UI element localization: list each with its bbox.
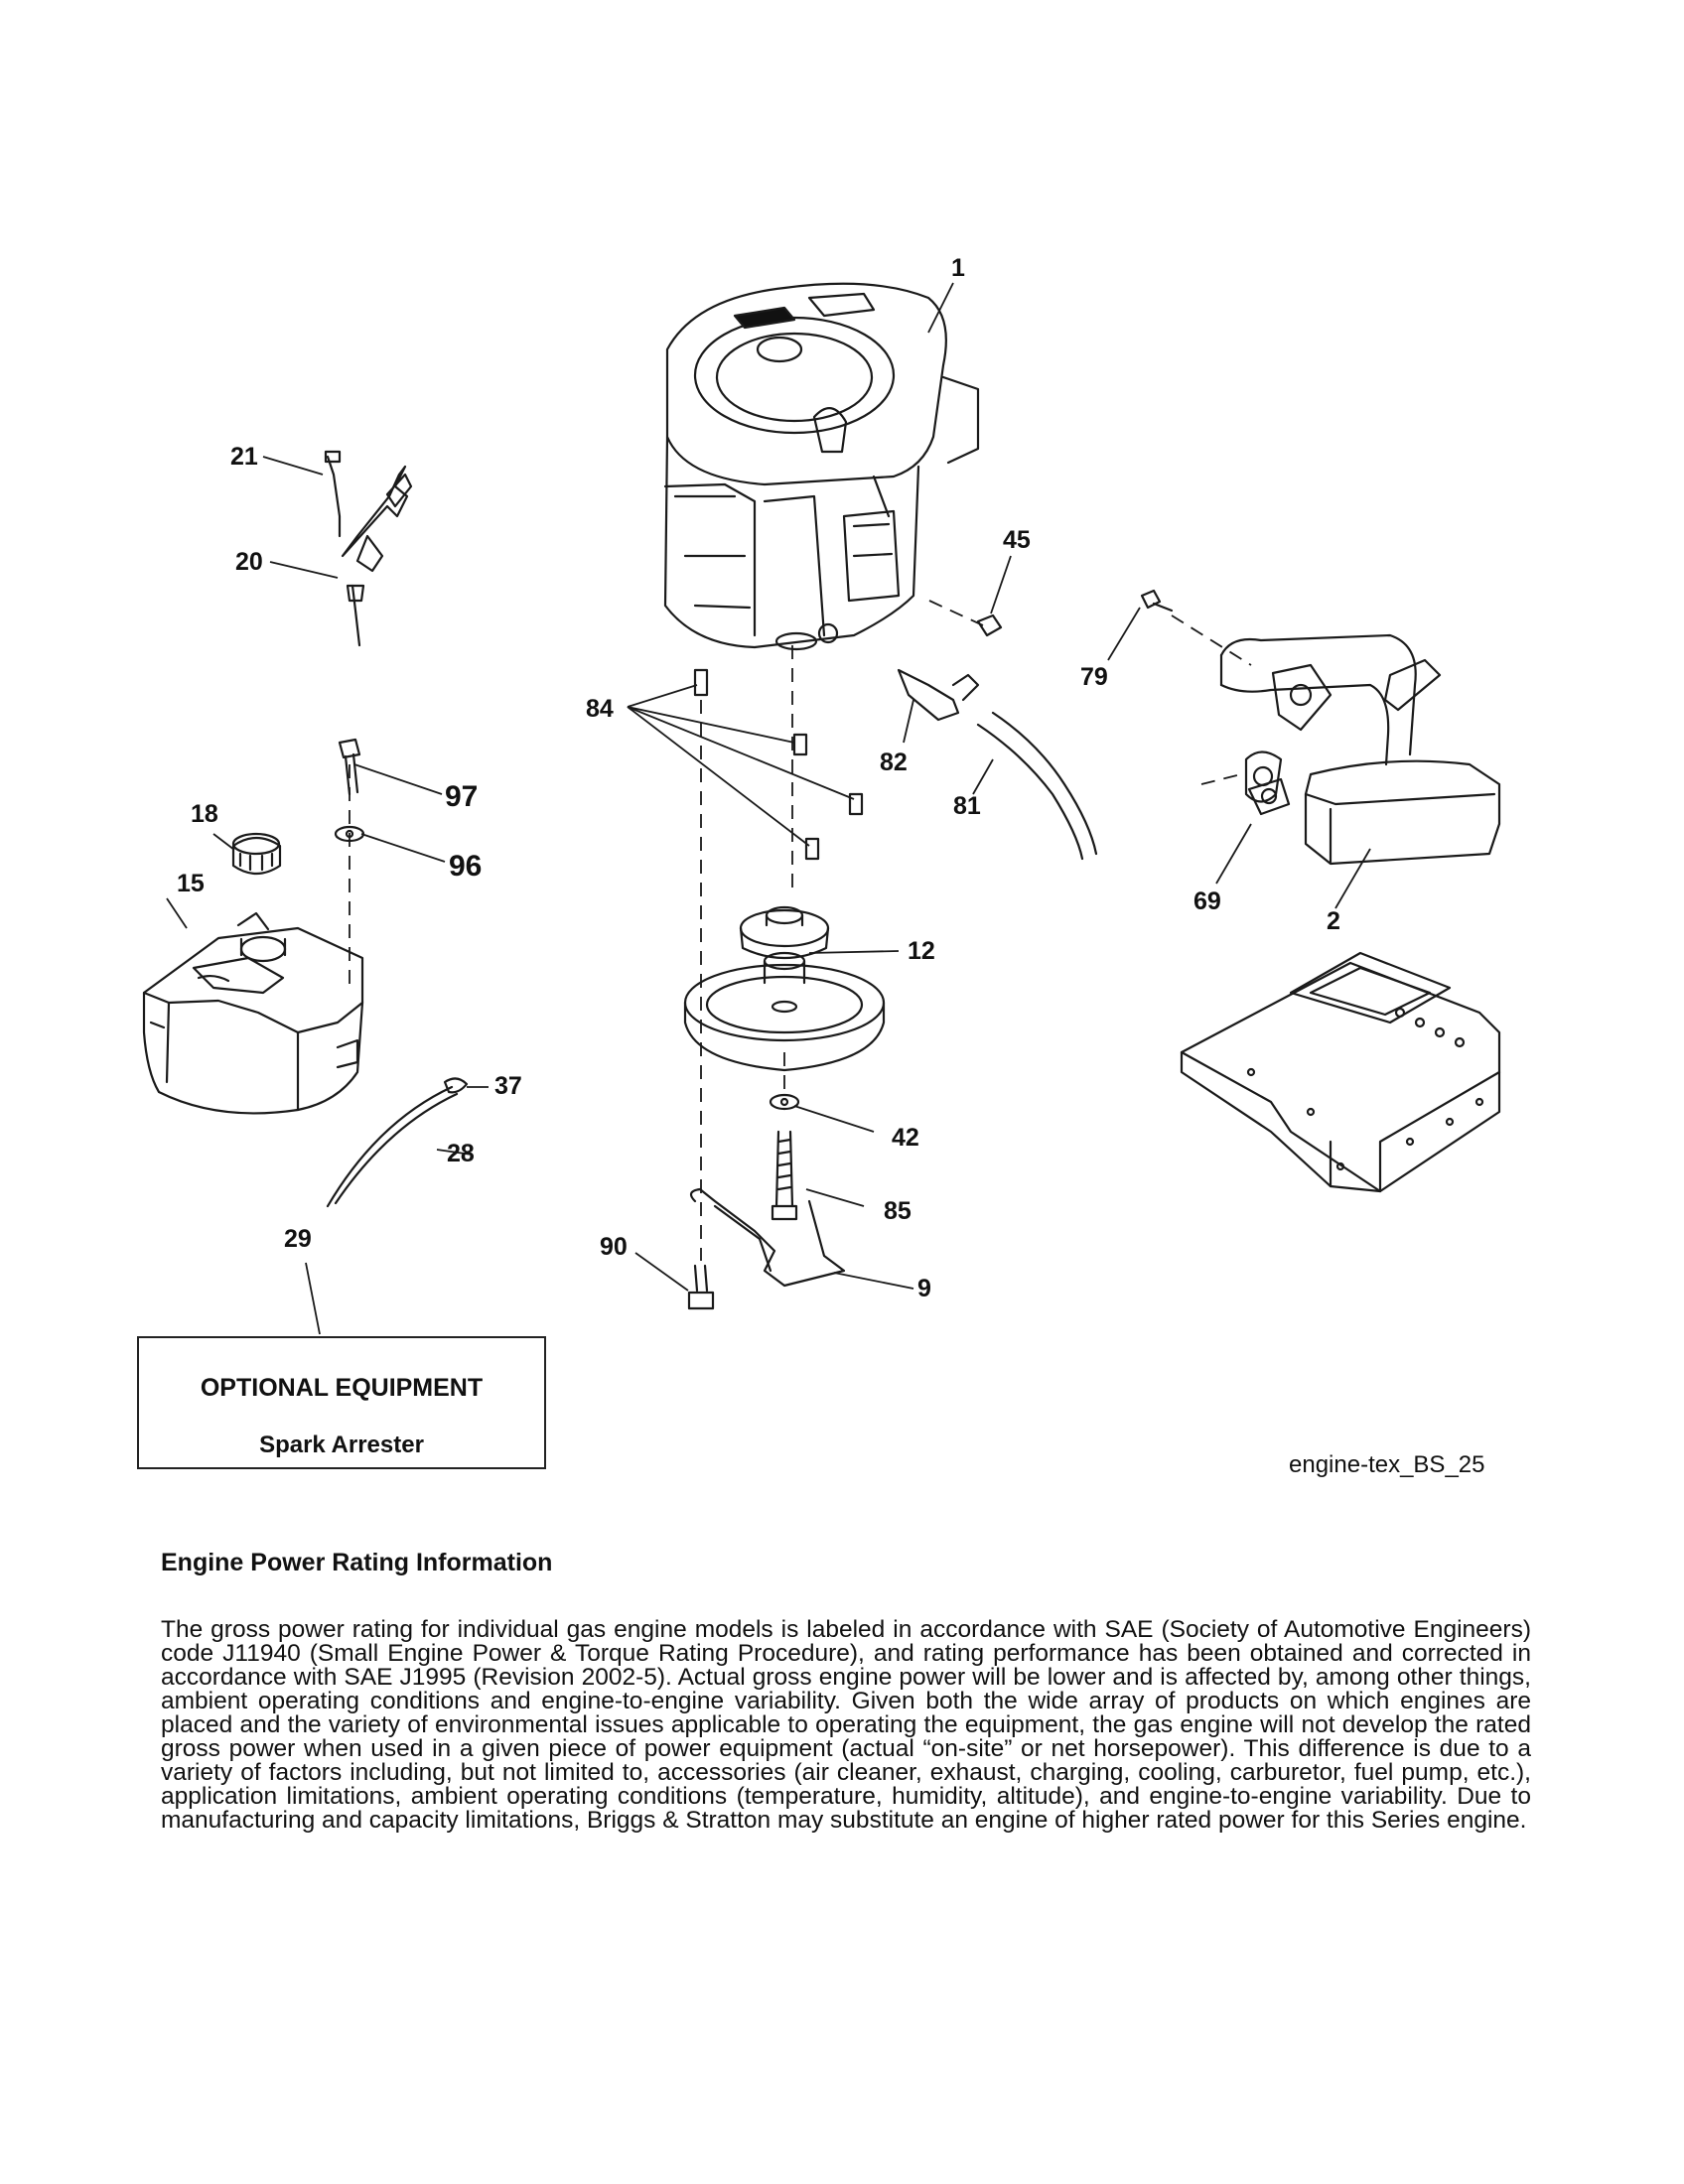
- fuel-valve-drawing: [693, 614, 1098, 861]
- lower-hardware-drawing: [687, 1093, 846, 1310]
- callout-12: 12: [908, 937, 935, 965]
- callout-29: 29: [284, 1225, 312, 1253]
- gasket-drawing: [1244, 751, 1283, 803]
- diagram-code-label: engine-tex_BS_25: [1289, 1451, 1485, 1478]
- engine-drawing: [663, 282, 980, 651]
- callout-42: 42: [892, 1124, 919, 1152]
- mounting-plate-drawing: [1180, 951, 1501, 1193]
- callout-45: 45: [1003, 526, 1031, 554]
- callout-2: 2: [1327, 907, 1340, 935]
- pulley-drawing: [683, 905, 886, 1072]
- callout-15: 15: [177, 870, 205, 897]
- fuel-tank-drawing: [142, 832, 364, 1115]
- callout-18: 18: [191, 800, 218, 828]
- callout-9: 9: [917, 1275, 931, 1302]
- engine-parts-diagram: [142, 282, 1501, 1335]
- optional-equipment-title: OPTIONAL EQUIPMENT: [200, 1374, 484, 1402]
- callout-69: 69: [1193, 887, 1221, 915]
- optional-equipment-item: Spark Arrester: [259, 1432, 424, 1458]
- callout-84: 84: [586, 695, 614, 723]
- callout-21: 21: [230, 443, 258, 471]
- section-body-text: The gross power rating for individual ga…: [161, 1616, 1531, 1834]
- callout-20: 20: [235, 548, 263, 576]
- callout-37: 37: [494, 1072, 522, 1100]
- callout-28: 28: [447, 1140, 475, 1167]
- fuel-line-drawing: [326, 1077, 469, 1208]
- callout-1: 1: [951, 254, 965, 282]
- throttle-control-drawing: [324, 450, 413, 647]
- callout-96: 96: [449, 850, 483, 883]
- leader-lines: [166, 282, 1371, 1335]
- callout-85: 85: [884, 1197, 912, 1225]
- callout-81: 81: [953, 792, 981, 820]
- optional-equipment-box: OPTIONAL EQUIPMENT Spark Arrester: [137, 1336, 546, 1469]
- section-title: Engine Power Rating Information: [161, 1549, 553, 1576]
- callout-90: 90: [600, 1233, 628, 1261]
- callout-79: 79: [1080, 663, 1108, 691]
- callout-82: 82: [880, 749, 908, 776]
- muffler-drawing: [1140, 589, 1501, 866]
- assembly-lines: [349, 600, 1252, 1261]
- callout-97: 97: [445, 780, 479, 813]
